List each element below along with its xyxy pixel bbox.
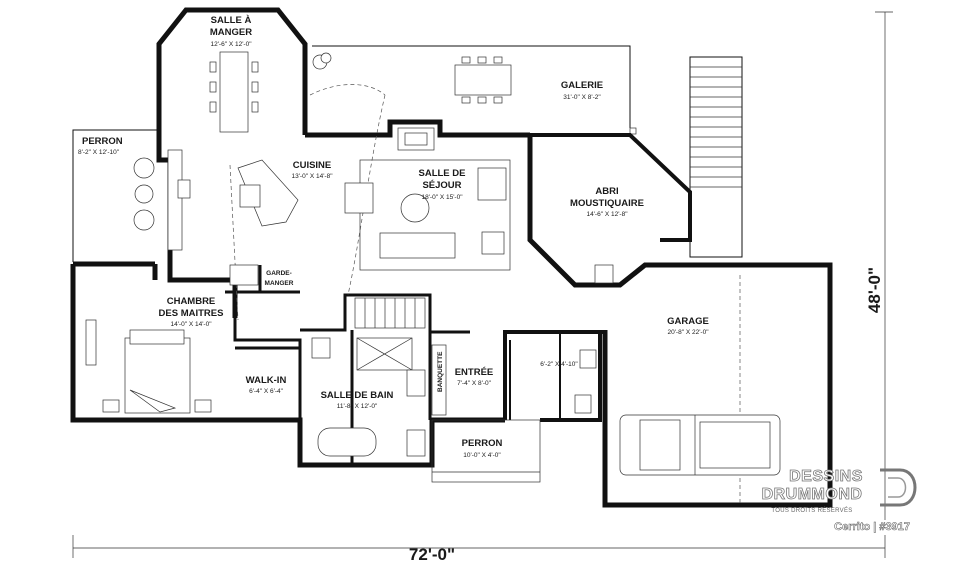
abri-label-1: ABRI — [595, 186, 618, 197]
fireplace — [397, 127, 435, 151]
left-porch — [72, 129, 160, 262]
brand-watermark: DESSINS DRUMMOND TOUS DROITS RÉSERVÉS — [761, 468, 917, 514]
banquette-label: BANQUETTE — [437, 351, 444, 392]
garage-label: GARAGE — [667, 316, 709, 327]
bedroom-furniture — [85, 319, 212, 414]
overall-depth-label: 48'-0" — [865, 267, 884, 313]
chambre-label-1: CHAMBRE — [167, 296, 216, 307]
brand-line-1: DESSINS — [789, 468, 863, 485]
perron-left-dims: 8'-2" X 12'-10" — [78, 149, 120, 156]
living-furniture — [344, 159, 511, 271]
salle-de-bain-dims: 11'-8" X 12'-0" — [337, 403, 378, 410]
chambre-label-2: DES MAITRES — [159, 308, 224, 319]
garage-dims: 20'-8" X 22'-0" — [667, 329, 709, 336]
porch-chairs — [133, 157, 155, 231]
garde-manger-label-2: MANGER — [265, 280, 294, 287]
exterior-stairs — [689, 56, 743, 258]
dining-room-label-2: MANGER — [210, 27, 252, 38]
front-porch-steps — [431, 419, 541, 483]
abri-label-2: MOUSTIQUAIRE — [570, 198, 644, 209]
entree-label: ENTRÉE — [455, 367, 494, 378]
chambre-dims: 14'-0" X 14'-0" — [170, 321, 212, 328]
brand-rights: TOUS DROITS RÉSERVÉS — [771, 507, 852, 514]
bath-fixtures — [311, 264, 614, 457]
cuisine-label: CUISINE — [293, 160, 332, 171]
entree-dims: 7'-4" X 8'-0" — [457, 380, 492, 387]
walk-in-dims: 6'-4" X 6'-4" — [249, 388, 284, 395]
powder-room-dims: 6'-2" X 4'-10" — [540, 361, 578, 368]
overall-width-label: 72'-0" — [409, 545, 455, 564]
perron-front-dims: 10'-0" X 4'-0" — [463, 452, 501, 459]
galerie-deck — [312, 45, 637, 135]
truck — [619, 414, 781, 476]
sejour-dims: 18'-0" X 15'-0" — [421, 194, 463, 201]
garde-manger-label-1: GARDE- — [266, 270, 292, 277]
dimension-lines — [72, 11, 893, 558]
perron-front-label: PERRON — [462, 438, 503, 449]
dining-table — [209, 51, 259, 133]
room-labels: SALLE À MANGER 12'-6" X 12'-0" GALERIE 3… — [78, 15, 709, 459]
cuisine-dims: 13'-0" X 14'-8" — [291, 173, 333, 180]
galerie-label: GALERIE — [561, 80, 603, 91]
patio-table — [312, 52, 512, 104]
salle-de-bain-label: SALLE DE BAIN — [321, 390, 394, 401]
walk-in-label: WALK-IN — [246, 375, 287, 386]
kitchen-island — [167, 149, 299, 286]
interior-stairs — [354, 297, 426, 329]
perron-left-label: PERRON — [82, 136, 123, 147]
galerie-dims: 31'-0" X 8'-2" — [563, 94, 601, 101]
sejour-label-1: SALLE DE — [419, 168, 466, 179]
dining-room-label-1: SALLE À — [211, 15, 252, 26]
brand-line-2: DRUMMOND — [762, 486, 863, 503]
sejour-label-2: SÉJOUR — [422, 180, 461, 191]
dining-room-dims: 12'-6" X 12'-0" — [210, 41, 252, 48]
abri-dims: 14'-6" X 12'-8" — [586, 211, 628, 218]
plan-caption: Cerrito | #3917 — [834, 521, 910, 533]
